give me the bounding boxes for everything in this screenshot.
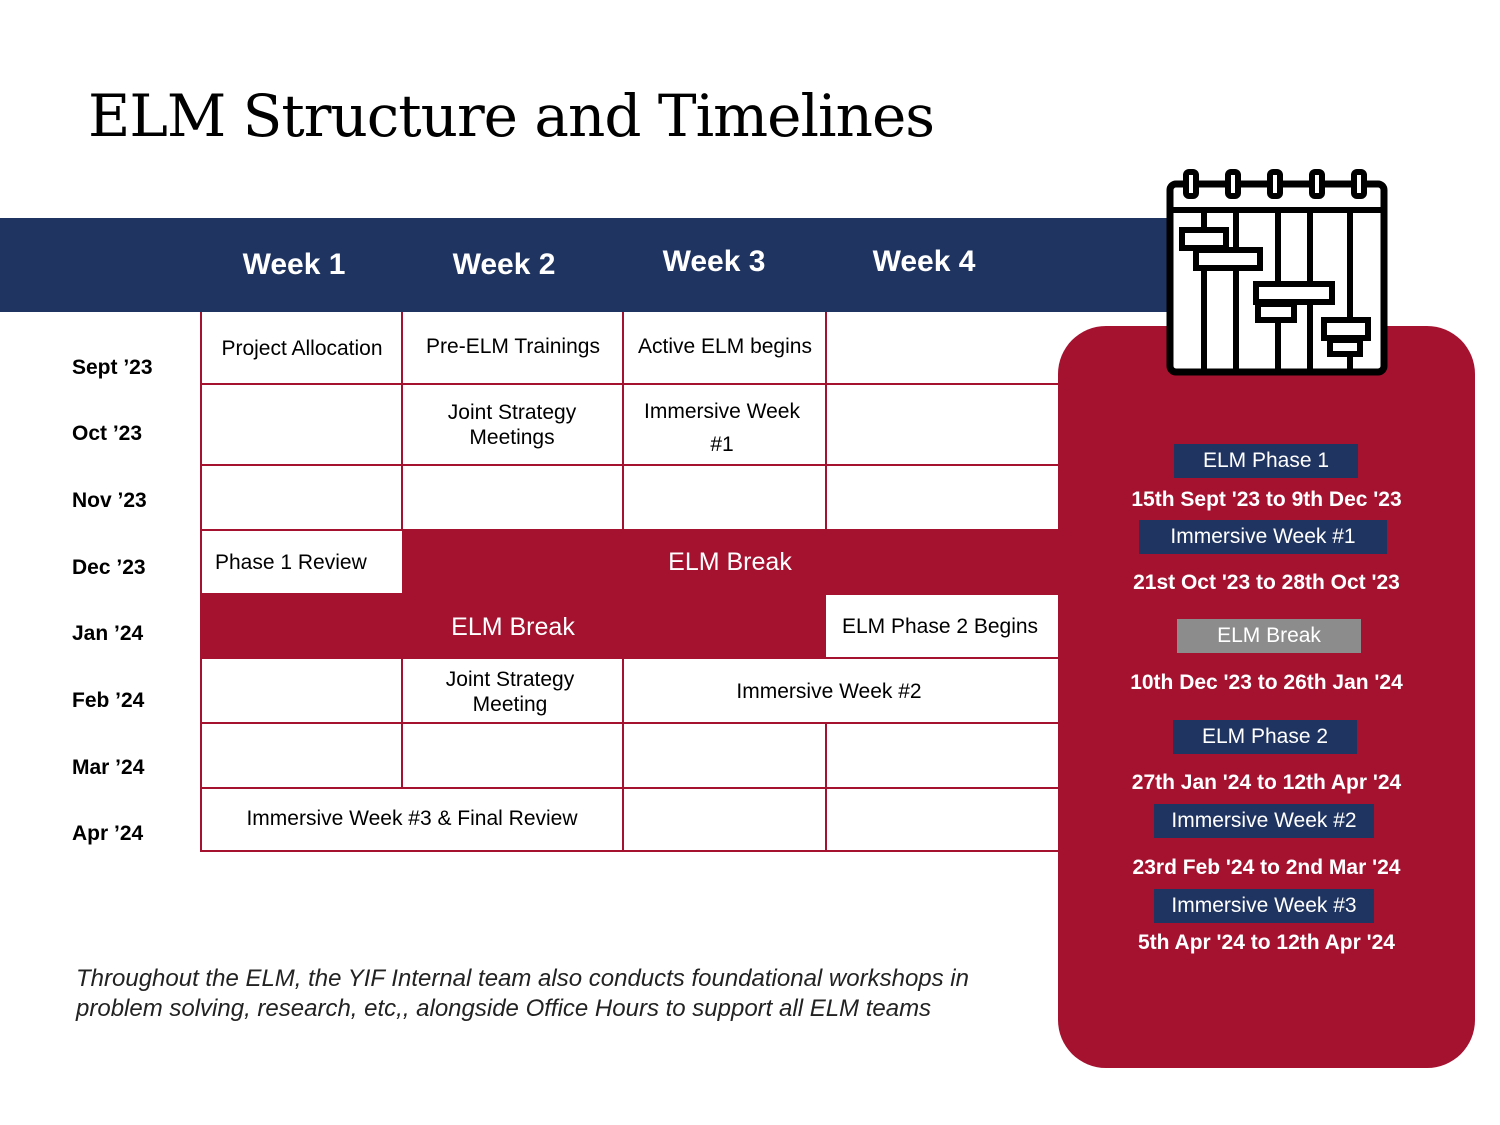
- legend-tag-immersive-week-2: Immersive Week #2: [1154, 804, 1374, 838]
- footnote: Throughout the ELM, the YIF Internal tea…: [76, 965, 969, 1022]
- week-header: Week 1 Week 2 Week 3 Week 4: [0, 218, 1180, 312]
- legend-dates: 21st Oct '23 to 28th Oct '23: [1133, 571, 1400, 594]
- cell-joint-strategy-meetings: Joint Strategy Meetings: [447, 400, 577, 449]
- legend-dates: 27th Jan '24 to 12th Apr '24: [1131, 771, 1402, 794]
- month-label: Feb ’24: [72, 689, 145, 712]
- cell-immersive-week-1: Immersive Week #1: [644, 400, 800, 456]
- month-label: Nov ’23: [72, 489, 147, 512]
- month-label: Jan ’24: [72, 622, 144, 645]
- legend-dates: 15th Sept '23 to 9th Dec '23: [1131, 488, 1402, 511]
- cell-immersive-week-3-final-review: Immersive Week #3 & Final Review: [246, 807, 578, 830]
- month-label: Sept ’23: [72, 356, 153, 379]
- legend-tag-elm-break: ELM Break: [1177, 619, 1361, 653]
- month-label: Apr ’24: [72, 822, 144, 845]
- cell-elm-phase2-begins: ELM Phase 2 Begins: [841, 615, 1039, 638]
- week-4-label: Week 4: [872, 245, 976, 278]
- elm-break-dec: ELM Break: [402, 529, 1058, 595]
- timeline-legend-panel: ELM Phase 1 15th Sept '23 to 9th Dec '23…: [1058, 326, 1475, 1068]
- week-1-label: Week 1: [242, 248, 346, 281]
- month-label: Oct ’23: [72, 422, 143, 445]
- legend-dates: 23rd Feb '24 to 2nd Mar '24: [1132, 856, 1401, 879]
- month-label: Mar ’24: [72, 756, 145, 779]
- legend-tag-immersive-week-3: Immersive Week #3: [1154, 889, 1374, 923]
- month-label: Dec ’23: [72, 556, 146, 579]
- legend-dates: 5th Apr '24 to 12th Apr '24: [1138, 931, 1395, 954]
- page-title: ELM Structure and Timelines: [88, 82, 935, 150]
- cell-immersive-week-2: Immersive Week #2: [736, 680, 922, 703]
- week-2-label: Week 2: [452, 248, 556, 281]
- legend-tag-elm-phase-1: ELM Phase 1: [1174, 444, 1358, 478]
- cell-project-allocation: Project Allocation: [221, 337, 383, 360]
- legend-tag-elm-phase-2: ELM Phase 2: [1173, 720, 1357, 754]
- gantt-calendar-icon: [1166, 169, 1388, 376]
- cell-active-elm-begins: Active ELM begins: [638, 335, 812, 358]
- week-3-label: Week 3: [662, 245, 766, 278]
- elm-break-jan: ELM Break: [200, 595, 826, 659]
- legend-tag-immersive-week-1: Immersive Week #1: [1139, 520, 1387, 554]
- cell-joint-strategy-meeting: Joint Strategy Meeting: [445, 668, 575, 716]
- cell-pre-elm-trainings: Pre-ELM Trainings: [426, 335, 600, 358]
- legend-dates: 10th Dec '23 to 26th Jan '24: [1130, 671, 1403, 694]
- cell-phase1-review: Phase 1 Review: [215, 550, 367, 574]
